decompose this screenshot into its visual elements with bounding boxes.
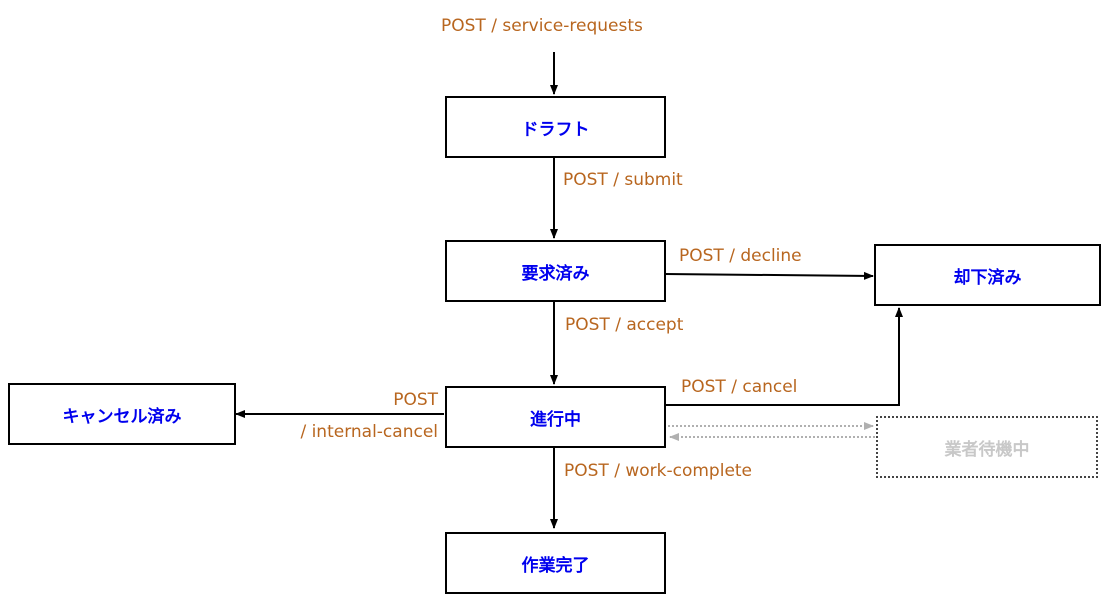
transition-label-submit: POST / submit <box>563 170 683 190</box>
transition-label-cancel: POST / cancel <box>681 377 798 397</box>
state-draft-label: ドラフト <box>521 119 590 140</box>
state-draft: ドラフト <box>445 96 666 158</box>
state-cancelled-label: キャンセル済み <box>62 406 182 427</box>
state-requested: 要求済み <box>445 240 666 302</box>
state-in-progress: 進行中 <box>445 386 666 448</box>
transition-label-internal-cancel-line1: POST <box>393 390 438 410</box>
state-vendor-waiting: 業者待機中 <box>876 416 1098 478</box>
transition-label-internal-cancel-line2: / internal-cancel <box>300 422 438 442</box>
transition-label-work-complete: POST / work-complete <box>564 461 753 481</box>
state-work-complete-label: 作業完了 <box>521 555 590 576</box>
state-cancelled: キャンセル済み <box>8 383 236 445</box>
state-requested-label: 要求済み <box>521 263 590 284</box>
transition-label-decline: POST / decline <box>679 246 802 266</box>
state-declined: 却下済み <box>874 244 1101 306</box>
state-declined-label: 却下済み <box>953 267 1022 288</box>
transition-label-create: POST / service-requests <box>441 16 643 36</box>
transition-label-accept: POST / accept <box>565 315 684 335</box>
edge-decline <box>664 271 874 280</box>
state-work-complete: 作業完了 <box>445 532 666 594</box>
state-vendor-waiting-label: 業者待機中 <box>944 439 1030 460</box>
edge-cancel <box>665 307 903 406</box>
state-in-progress-label: 進行中 <box>530 409 581 430</box>
